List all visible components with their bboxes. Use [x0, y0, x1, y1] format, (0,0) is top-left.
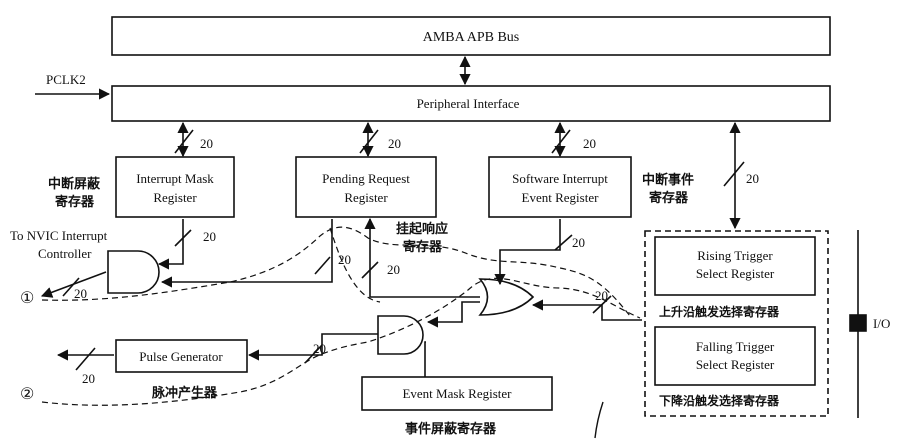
- software-interrupt-event-register: [488, 156, 632, 218]
- pulse-generator: [115, 339, 248, 373]
- event-and-gate: [377, 315, 424, 355]
- interrupt-and-gate: [107, 250, 160, 294]
- io-label: I/O: [873, 316, 890, 331]
- rising-trigger-line1: Rising Trigger: [697, 248, 773, 263]
- falling-trigger-zh: 下降沿触发选择寄存器: [659, 393, 780, 408]
- bus-width-label: 20: [583, 136, 596, 151]
- bus-width-labels: 20 20 20 20 20 20 20 20 20 20 20 20: [74, 136, 759, 386]
- pclk2-label: PCLK2: [46, 72, 86, 87]
- interrupt-mask-zh-line2: 寄存器: [55, 194, 95, 210]
- software-interrupt-line2: Event Register: [522, 190, 600, 205]
- pending-request-line1: Pending Request: [322, 171, 410, 186]
- falling-trigger-line1: Falling Trigger: [696, 339, 775, 354]
- peripheral-interface: [111, 85, 831, 122]
- amba-apb-bus-label: AMBA APB Bus: [423, 30, 519, 45]
- pending-request-zh-line2: 寄存器: [403, 239, 443, 255]
- event-mask-label: Event Mask Register: [402, 386, 512, 401]
- event-mask-register: [361, 376, 553, 411]
- software-interrupt-zh-line2: 寄存器: [649, 190, 689, 206]
- bus-width-label: 20: [313, 341, 326, 356]
- bus-width-label: 20: [338, 252, 351, 267]
- event-mask-zh: 事件屏蔽寄存器: [405, 421, 497, 437]
- bus-width-label: 20: [572, 235, 585, 250]
- interrupt-mask-line1: Interrupt Mask: [136, 171, 214, 186]
- nvic-label-line2: Controller: [38, 246, 92, 261]
- falling-trigger-line2: Select Register: [696, 357, 775, 372]
- bus-width-label: 20: [595, 288, 608, 303]
- output-one-marker: ①: [20, 290, 34, 307]
- pending-request-zh-line1: 挂起响应: [396, 221, 448, 237]
- software-interrupt-zh-line1: 中断事件: [642, 172, 694, 188]
- pending-request-line2: Register: [344, 190, 388, 205]
- rising-trigger-select-register: [654, 236, 816, 296]
- bus-width-label: 20: [82, 371, 95, 386]
- bus-width-label: 20: [388, 136, 401, 151]
- software-interrupt-line1: Software Interrupt: [512, 171, 608, 186]
- pulse-generator-label: Pulse Generator: [139, 349, 223, 364]
- amba-apb-bus: [111, 16, 831, 56]
- interrupt-mask-line2: Register: [153, 190, 197, 205]
- bus-width-label: 20: [200, 136, 213, 151]
- falling-trigger-select-register: [654, 326, 816, 386]
- io-pin: [849, 314, 867, 332]
- interrupt-flow-path: [41, 226, 631, 317]
- output-two-marker: ②: [20, 386, 34, 403]
- peripheral-interface-label: Peripheral Interface: [417, 96, 520, 111]
- or-gate: [478, 278, 535, 316]
- rising-trigger-line2: Select Register: [696, 266, 775, 281]
- bus-width-label: 20: [203, 229, 216, 244]
- interrupt-mask-register: [115, 156, 235, 218]
- interrupt-mask-zh-line1: 中断屏蔽: [48, 176, 101, 192]
- bus-width-label: 20: [746, 171, 759, 186]
- rising-trigger-zh: 上升沿触发选择寄存器: [659, 304, 780, 319]
- pending-request-register: [295, 156, 437, 218]
- trigger-select-group: [644, 230, 829, 417]
- pulse-generator-zh: 脉冲产生器: [151, 385, 218, 401]
- event-flow-path: [41, 277, 641, 406]
- nvic-label-line1: To NVIC Interrupt: [10, 228, 108, 243]
- bus-width-label: 20: [74, 286, 87, 301]
- bus-width-label: 20: [387, 262, 400, 277]
